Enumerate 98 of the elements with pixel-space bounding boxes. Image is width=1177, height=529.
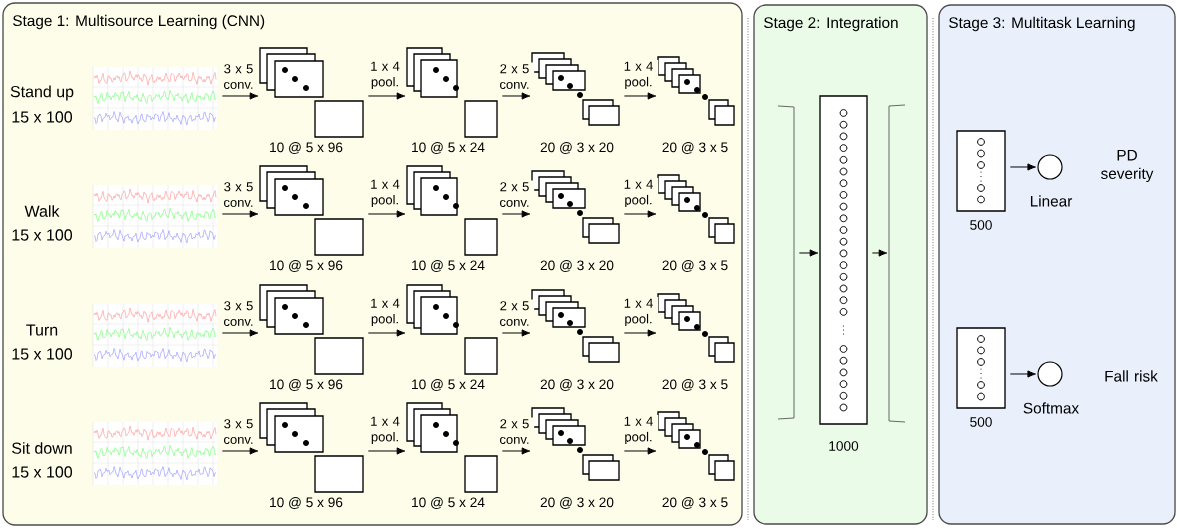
- size-label: 20 @ 3 x 5: [662, 497, 728, 509]
- size-label: 20 @ 3 x 20: [540, 379, 614, 391]
- edge-label: 2 x 5 conv.: [494, 417, 535, 446]
- arrow: [1009, 370, 1036, 378]
- input-label: 15 x 100: [12, 229, 73, 241]
- arrow: [367, 210, 406, 218]
- arrow: [367, 92, 406, 100]
- feature-map-stack: [531, 407, 620, 481]
- feature-map-stack: [531, 289, 620, 363]
- edge-label: 3 x 5 conv.: [218, 62, 259, 91]
- size-label: 10 @ 5 x 96: [270, 260, 343, 272]
- edge-label: 1 x 4 pool.: [365, 178, 405, 209]
- panel-title: Stage 2: Integration: [764, 16, 898, 32]
- edge-label: 1 x 4 pool.: [618, 415, 659, 446]
- input-label: Sit down: [12, 442, 72, 454]
- activation-label: Softmax: [1023, 402, 1079, 414]
- arrow: [501, 329, 531, 337]
- arrow: [798, 249, 819, 257]
- bracket: [777, 105, 795, 420]
- stage-panel: [938, 4, 1176, 525]
- size-label: 500: [970, 417, 992, 427]
- arrow: [221, 210, 259, 218]
- size-label: 20 @ 3 x 5: [662, 260, 728, 272]
- arrow: [623, 92, 657, 100]
- feature-map-stack: [406, 402, 498, 493]
- feature-map-stack: [657, 293, 735, 363]
- arrow: [623, 210, 657, 218]
- edge-label: 1 x 4 pool.: [618, 178, 659, 209]
- size-label: 10 @ 5 x 96: [270, 142, 343, 154]
- task-label: Fall risk: [1105, 370, 1158, 382]
- feature-map-stack: [259, 165, 364, 256]
- signal-plot: [92, 421, 218, 486]
- output-neuron: [1037, 154, 1063, 180]
- arrow: [367, 329, 406, 337]
- input-label: 15 x 100: [12, 466, 73, 478]
- edge-label: 3 x 5 conv.: [218, 417, 259, 446]
- feature-map-stack: [259, 402, 364, 493]
- edge-label: 3 x 5 conv.: [218, 180, 259, 209]
- neuron-column: [956, 327, 1006, 409]
- input-label: Walk: [24, 205, 60, 217]
- edge-label: 2 x 5 conv.: [494, 299, 535, 328]
- size-label: 10 @ 5 x 24: [412, 379, 485, 391]
- feature-map-stack: [406, 284, 498, 375]
- input-label: Stand up: [10, 85, 74, 101]
- arrow: [221, 329, 259, 337]
- signal-plot: [92, 303, 218, 368]
- edge-label: 1 x 4 pool.: [618, 297, 659, 328]
- feature-map-stack: [259, 47, 364, 138]
- edge-label: 1 x 4 pool.: [365, 60, 405, 91]
- size-label: 10 @ 5 x 24: [412, 497, 485, 509]
- arrow: [623, 447, 657, 455]
- size-label: 20 @ 3 x 20: [540, 142, 614, 154]
- size-label: 20 @ 3 x 5: [662, 379, 728, 391]
- edge-label: 2 x 5 conv.: [494, 180, 535, 209]
- signal-plot: [92, 184, 218, 249]
- bracket: [888, 104, 906, 423]
- edge-label: 2 x 5 conv.: [494, 62, 535, 91]
- signal-plot: [92, 66, 218, 131]
- input-label: 15 x 100: [12, 348, 73, 360]
- feature-map-stack: [657, 56, 735, 126]
- feature-map-stack: [259, 284, 364, 375]
- panel-title: Stage 1: Multisource Learning (CNN): [13, 14, 265, 30]
- neuron-column: [956, 130, 1006, 212]
- size-label: 10 @ 5 x 96: [270, 497, 343, 509]
- activation-label: Linear: [1030, 195, 1073, 207]
- arrow: [221, 447, 259, 455]
- feature-map-stack: [531, 170, 620, 244]
- neuron-column: [819, 95, 868, 425]
- arrow: [1009, 163, 1036, 171]
- feature-map-stack: [657, 174, 735, 244]
- feature-map-stack: [657, 411, 735, 481]
- size-label: 10 @ 5 x 96: [270, 379, 343, 391]
- panel-title: Stage 3: Multitask Learning: [949, 16, 1135, 32]
- size-label: 20 @ 3 x 20: [540, 260, 614, 272]
- arrow: [367, 447, 406, 455]
- edge-label: 1 x 4 pool.: [618, 60, 659, 91]
- edge-label: 1 x 4 pool.: [365, 297, 405, 328]
- arrow: [501, 210, 531, 218]
- arrow: [623, 329, 657, 337]
- edge-label: 3 x 5 conv.: [218, 299, 259, 328]
- feature-map-stack: [406, 47, 498, 138]
- size-label: 500: [970, 220, 992, 230]
- arrow: [501, 447, 531, 455]
- input-label: 15 x 100: [12, 111, 73, 123]
- size-label: 1000: [829, 441, 859, 451]
- input-label: Turn: [26, 324, 58, 336]
- arrow: [501, 92, 531, 100]
- edge-label: 1 x 4 pool.: [365, 415, 405, 446]
- output-neuron: [1037, 361, 1063, 387]
- task-label: PD severity: [1101, 149, 1154, 183]
- size-label: 10 @ 5 x 24: [412, 260, 485, 272]
- size-label: 10 @ 5 x 24: [412, 142, 485, 154]
- arrow: [221, 92, 259, 100]
- size-label: 20 @ 3 x 5: [662, 142, 728, 154]
- size-label: 20 @ 3 x 20: [540, 497, 614, 509]
- feature-map-stack: [406, 165, 498, 256]
- feature-map-stack: [531, 52, 620, 126]
- arrow: [871, 249, 888, 257]
